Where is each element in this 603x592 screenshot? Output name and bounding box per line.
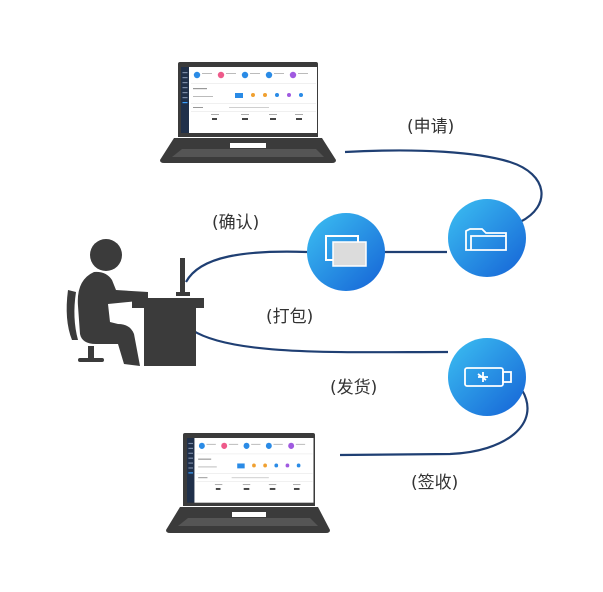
connector-apply <box>344 149 543 223</box>
laptop-icon <box>166 433 330 533</box>
documents-icon <box>325 235 367 267</box>
connector-ship <box>191 329 449 354</box>
label-confirm: (确认) <box>212 213 260 233</box>
connector-receive <box>339 389 529 457</box>
folder-icon <box>465 228 507 251</box>
usb-node <box>448 338 526 416</box>
usb-key-icon <box>464 367 512 387</box>
label-pack: (打包) <box>266 307 314 327</box>
person-at-desk-icon <box>66 239 204 366</box>
connector-confirm <box>185 250 308 283</box>
documents-node <box>307 213 385 291</box>
folder-node <box>448 199 526 277</box>
label-apply: (申请) <box>407 117 455 137</box>
label-ship: (发货) <box>330 378 378 398</box>
laptop-icon <box>160 62 336 163</box>
label-receive: (签收) <box>411 473 459 493</box>
